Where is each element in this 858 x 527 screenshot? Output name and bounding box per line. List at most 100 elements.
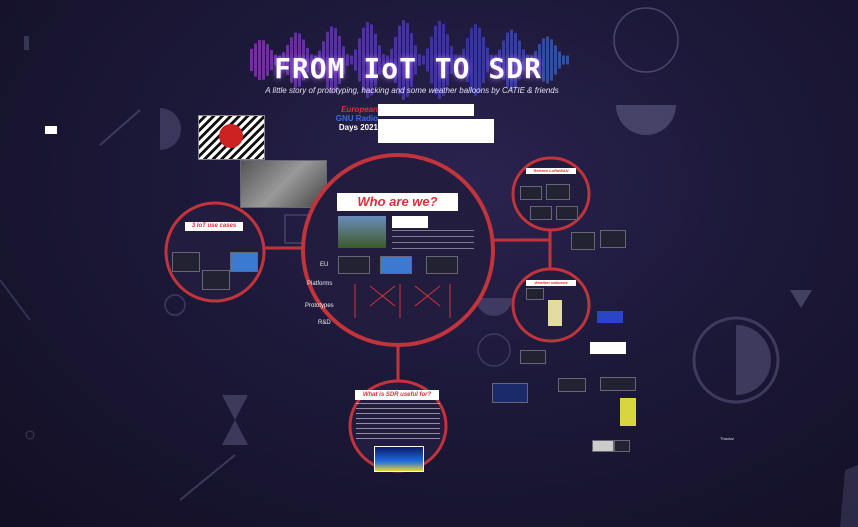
frame-title-iot-use-cases[interactable]: 3 IoT use cases xyxy=(185,222,243,231)
balloon-map xyxy=(597,311,623,323)
satellite-thumb-10 xyxy=(614,440,630,452)
info-card xyxy=(45,126,57,134)
satellite-thumb-2 xyxy=(600,230,626,248)
eu-image-2 xyxy=(380,256,412,274)
balloon-document xyxy=(548,300,562,326)
iot-image-1 xyxy=(172,252,200,272)
catie-logo xyxy=(392,216,428,228)
city-map-image xyxy=(240,160,327,208)
satellite-thumb-8 xyxy=(620,398,636,426)
waveform-bar xyxy=(386,55,389,65)
waveform-bar xyxy=(390,48,393,72)
title-waveform xyxy=(250,20,569,100)
satellite-thumb-3 xyxy=(520,350,546,364)
waveform-bar xyxy=(306,47,309,73)
waveform-bar xyxy=(482,36,485,84)
waveform-bar xyxy=(382,54,385,66)
event-line-2: GNU Radio xyxy=(335,114,378,123)
eu-image-3 xyxy=(426,256,458,274)
waveform-bar xyxy=(438,20,441,100)
satellite-thumb-7 xyxy=(600,377,636,391)
satellite-thumb-9 xyxy=(592,440,614,452)
waveform-bar xyxy=(346,54,349,66)
waveform-bar xyxy=(446,34,449,86)
waveform-bar xyxy=(286,44,289,76)
waveform-bar xyxy=(366,22,369,98)
waveform-bar xyxy=(450,46,453,74)
sdr-text-lines xyxy=(356,403,440,439)
waveform-bar xyxy=(290,37,293,83)
eu-image-1 xyxy=(338,256,370,274)
event-line-1: European xyxy=(341,105,378,114)
iot-image-3 xyxy=(202,270,230,290)
building-photo xyxy=(338,216,386,248)
waveform-bar xyxy=(434,25,437,95)
lorawan-image-4 xyxy=(556,206,578,220)
row-label-rd: R&D xyxy=(318,320,331,326)
frame-title-what-is-sdr[interactable]: What is SDR useful for? xyxy=(355,390,439,400)
waveform-bar xyxy=(334,28,337,92)
waveform-bar xyxy=(410,33,413,87)
waveform-bar xyxy=(338,35,341,85)
waveform-bar xyxy=(354,49,357,71)
waveform-bar xyxy=(506,32,509,88)
satellite-thumb-5 xyxy=(492,383,528,403)
waveform-bar xyxy=(422,55,425,65)
waveform-bar xyxy=(322,41,325,79)
waveform-bar xyxy=(258,40,261,80)
waveform-bar xyxy=(330,26,333,94)
waveform-bar xyxy=(530,55,533,65)
waveform-bar xyxy=(302,39,305,81)
waveform-bar xyxy=(538,44,541,76)
waveform-bar xyxy=(546,36,549,84)
presentation-title: FROM IoT TO SDR xyxy=(274,52,542,85)
waveform-bar xyxy=(310,54,313,66)
row-label-platforms: Platforms xyxy=(307,281,333,287)
catie-description xyxy=(392,230,474,254)
balloon-image-1 xyxy=(526,288,544,300)
sponsor-logo-strip-bottom xyxy=(378,119,494,143)
event-line-3: Days 2021 xyxy=(338,123,378,132)
waveform-bar xyxy=(294,32,297,88)
waveform-bar xyxy=(394,36,397,84)
waveform-bar xyxy=(270,49,273,71)
waveform-bar xyxy=(402,20,405,100)
waveform-bar xyxy=(522,49,525,71)
waveform-bar xyxy=(370,24,373,96)
waveform-bar xyxy=(314,55,317,65)
lorawan-image-1 xyxy=(520,186,542,200)
frame-title-who-are-we[interactable]: Who are we? xyxy=(337,193,458,211)
iot-image-2 xyxy=(230,252,258,272)
waveform-bar xyxy=(494,55,497,65)
waveform-bar xyxy=(362,27,365,93)
waveform-bar xyxy=(518,40,521,80)
waveform-bar xyxy=(534,50,537,70)
presentation-subtitle: A little story of prototyping, hacking a… xyxy=(265,86,559,95)
hacker-logo-image xyxy=(198,115,265,160)
waveform-bar xyxy=(498,49,501,71)
frame-title-retrace-lorawan[interactable]: Retrace LoRaWAN xyxy=(526,168,576,174)
flow-arrows xyxy=(354,284,451,318)
waveform-bar xyxy=(474,24,477,96)
waveform-bar xyxy=(298,33,301,87)
event-logo: European GNU Radio Days 2021 xyxy=(318,105,378,132)
waveform-bar xyxy=(542,38,545,82)
sponsor-logo-strip-top xyxy=(378,104,474,116)
waveform-bar xyxy=(262,40,265,80)
waveform-bar xyxy=(458,55,461,65)
waveform-bar xyxy=(266,44,269,76)
sdr-spectrum-image xyxy=(374,446,424,472)
waveform-bar xyxy=(358,38,361,82)
waveform-bar xyxy=(486,47,489,73)
waveform-bar xyxy=(502,40,505,80)
waveform-bar xyxy=(490,54,493,66)
satellite-thumb-4 xyxy=(590,342,626,354)
lorawan-image-2 xyxy=(546,184,570,200)
waveform-bar xyxy=(462,48,465,72)
waveform-bar xyxy=(282,52,285,68)
waveform-bar xyxy=(470,28,473,92)
waveform-bar xyxy=(466,37,469,83)
frame-title-weather-balloons[interactable]: Weather balloons xyxy=(526,280,576,286)
waveform-bar xyxy=(550,39,553,81)
